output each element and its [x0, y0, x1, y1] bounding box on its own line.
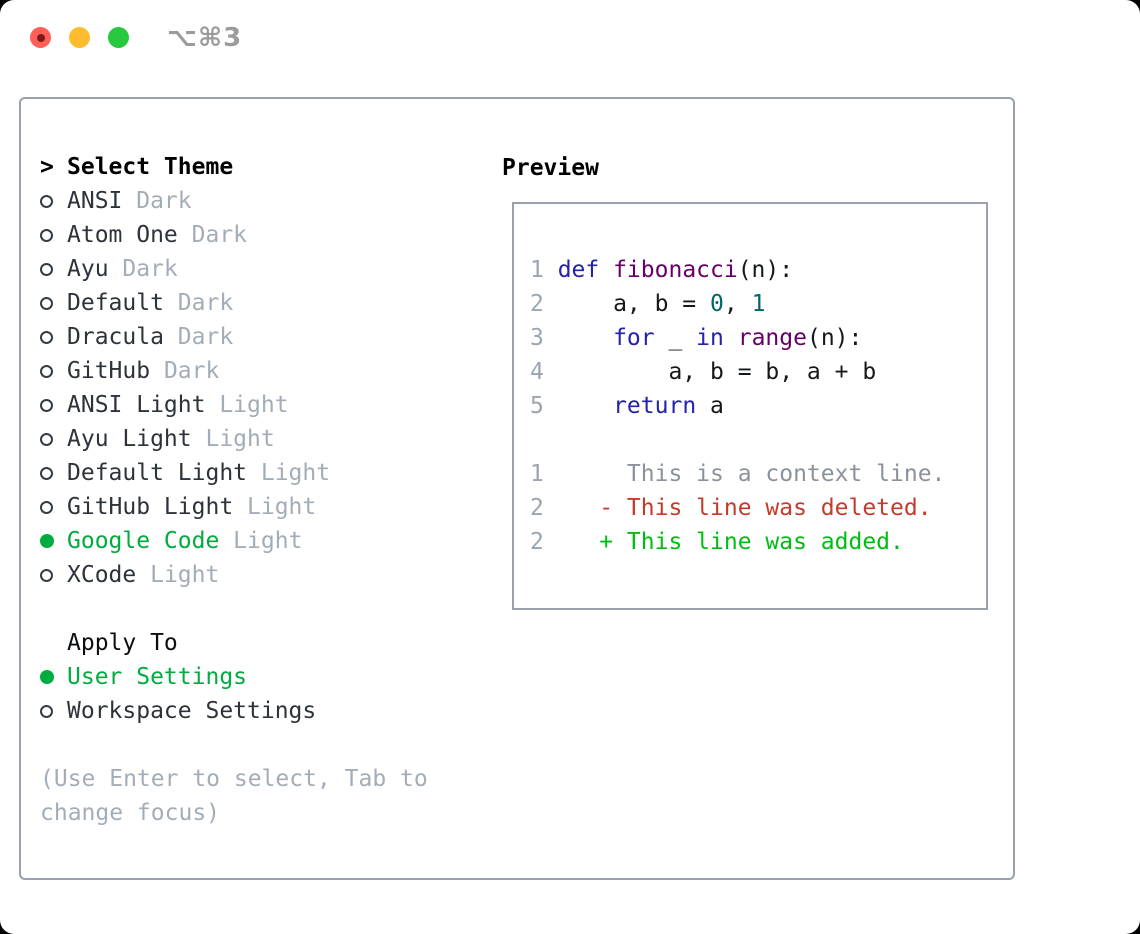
- hint-line: change focus): [40, 800, 221, 826]
- code-line: 5 return a: [530, 389, 986, 423]
- line-number: 1: [530, 257, 544, 283]
- theme-name: Default Light: [67, 460, 248, 486]
- code-line: 2 + This line was added.: [530, 525, 986, 559]
- apply-to-option[interactable]: User Settings: [40, 660, 316, 694]
- theme-variant: Light: [219, 528, 303, 554]
- line-number: 2: [530, 291, 544, 317]
- radio-icon: [40, 194, 53, 208]
- code-line: 2 - This line was deleted.: [530, 491, 986, 525]
- theme-option[interactable]: XCode Light: [40, 558, 330, 592]
- theme-variant: Light: [205, 392, 289, 418]
- prompt-icon: >: [40, 154, 54, 180]
- radio-icon: [40, 228, 53, 242]
- radio-icon: [40, 500, 53, 514]
- theme-name: Ayu Light: [67, 426, 192, 452]
- theme-option[interactable]: ANSI Light Light: [40, 388, 330, 422]
- zoom-button[interactable]: [108, 27, 129, 48]
- radio-selected-icon: [40, 670, 54, 684]
- theme-option[interactable]: ANSI Dark: [40, 184, 330, 218]
- apply-to-option-label: User Settings: [67, 664, 248, 690]
- theme-name: Default: [67, 290, 164, 316]
- code-line: 4 a, b = b, a + b: [530, 355, 986, 389]
- theme-option[interactable]: Ayu Light Light: [40, 422, 330, 456]
- theme-variant: Dark: [150, 358, 220, 384]
- theme-name: Dracula: [67, 324, 164, 350]
- theme-name: ANSI: [67, 188, 123, 214]
- hint-line: (Use Enter to select, Tab to: [40, 766, 428, 792]
- theme-option[interactable]: Ayu Dark: [40, 252, 330, 286]
- hint-text: (Use Enter to select, Tab to change focus…: [40, 762, 428, 830]
- theme-option[interactable]: Default Light Light: [40, 456, 330, 490]
- theme-variant: Light: [247, 460, 331, 486]
- select-theme-title: Select Theme: [67, 154, 234, 180]
- apply-to-option-label: Workspace Settings: [67, 698, 317, 724]
- theme-name: GitHub: [67, 358, 151, 384]
- apply-to-title: Apply To: [67, 630, 178, 656]
- code-line: 3 for _ in range(n):: [530, 321, 986, 355]
- theme-option[interactable]: GitHub Dark: [40, 354, 330, 388]
- line-number: 2: [530, 495, 544, 521]
- theme-variant: Dark: [163, 324, 234, 350]
- radio-icon: [40, 296, 53, 310]
- code-line: [530, 423, 986, 457]
- minimize-button[interactable]: [69, 27, 90, 48]
- close-button[interactable]: [30, 27, 51, 48]
- unsaved-changes-dot-icon: [36, 33, 45, 42]
- theme-option[interactable]: Atom One Dark: [40, 218, 330, 252]
- select-theme-header: > Select Theme: [40, 150, 330, 184]
- apply-to-header: Apply To: [40, 626, 316, 660]
- radio-selected-icon: [40, 534, 54, 548]
- theme-variant: Dark: [163, 290, 234, 316]
- code-line: 1 This is a context line.: [530, 457, 986, 491]
- theme-option[interactable]: GitHub Light Light: [40, 490, 330, 524]
- theme-option[interactable]: Default Dark: [40, 286, 330, 320]
- keyboard-shortcut-label: ⌥⌘3: [167, 23, 243, 53]
- theme-variant: Dark: [108, 256, 178, 282]
- theme-name: ANSI Light: [67, 392, 206, 418]
- theme-option[interactable]: Google Code Light: [40, 524, 330, 558]
- radio-icon: [40, 262, 53, 276]
- theme-variant: Dark: [177, 222, 248, 248]
- line-number: 4: [530, 359, 544, 385]
- radio-icon: [40, 704, 53, 718]
- radio-icon: [40, 330, 53, 344]
- apply-to-option[interactable]: Workspace Settings: [40, 694, 316, 728]
- code-line: 2 a, b = 0, 1: [530, 287, 986, 321]
- theme-variant: Light: [233, 494, 317, 520]
- theme-name: Google Code: [67, 528, 220, 554]
- preview-title: Preview: [502, 155, 599, 181]
- radio-icon: [40, 568, 53, 582]
- radio-icon: [40, 466, 53, 480]
- line-number: 3: [530, 325, 544, 351]
- theme-variant: Light: [136, 562, 220, 588]
- radio-icon: [40, 432, 53, 446]
- theme-option[interactable]: Dracula Dark: [40, 320, 330, 354]
- line-number: 5: [530, 393, 544, 419]
- line-number: 1: [530, 461, 544, 487]
- theme-variant: Light: [191, 426, 275, 452]
- theme-name: Atom One: [67, 222, 178, 248]
- line-number: 2: [530, 529, 544, 555]
- theme-name: Ayu: [67, 256, 109, 282]
- radio-icon: [40, 398, 53, 412]
- theme-name: GitHub Light: [67, 494, 234, 520]
- radio-icon: [40, 364, 53, 378]
- theme-name: XCode: [67, 562, 137, 588]
- theme-variant: Dark: [122, 188, 192, 214]
